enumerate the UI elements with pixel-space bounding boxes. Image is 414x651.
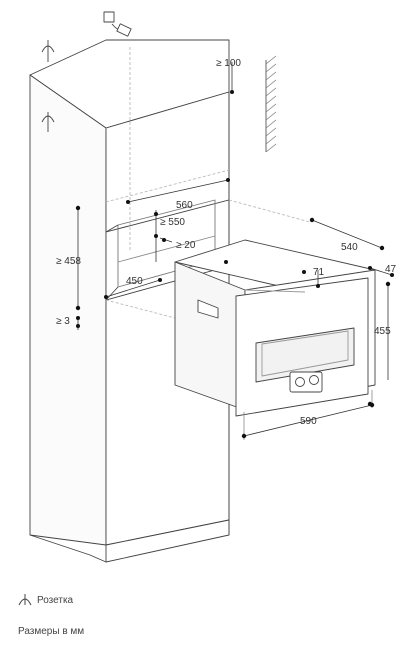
dim-label-455: 455 xyxy=(374,326,391,337)
dim-label-550: ≥ 550 xyxy=(160,217,185,228)
dim-label-458: ≥ 458 xyxy=(56,256,81,267)
dim-label-590: 590 xyxy=(300,416,317,427)
oven-side-handle xyxy=(197,299,219,319)
socket-icon xyxy=(18,594,32,606)
dim-label-47: 47 xyxy=(385,264,397,275)
dim-label-100: ≥ 100 xyxy=(216,58,241,69)
oven-knob-left xyxy=(295,377,305,387)
dim-label-540: 540 xyxy=(341,242,358,253)
dim-label-560: 560 xyxy=(176,200,193,211)
dim-label-20: ≥ 20 xyxy=(176,240,196,251)
cabinet-left-side xyxy=(29,74,107,546)
oven-side xyxy=(174,261,246,411)
dim-label-450: 450 xyxy=(126,276,143,287)
units-note: Размеры в мм xyxy=(18,626,85,637)
socket-symbol-side xyxy=(41,112,55,132)
socket-symbol-top xyxy=(41,40,55,62)
dim-label-71: 71 xyxy=(313,267,325,278)
socket-label: Розетка xyxy=(37,594,74,606)
legend-socket: Розетка xyxy=(18,594,73,606)
dim-label-3: ≥ 3 xyxy=(56,316,70,327)
plug-icon xyxy=(103,11,132,37)
oven-knob-right xyxy=(309,375,319,385)
legend-units: Размеры в мм xyxy=(18,626,84,637)
